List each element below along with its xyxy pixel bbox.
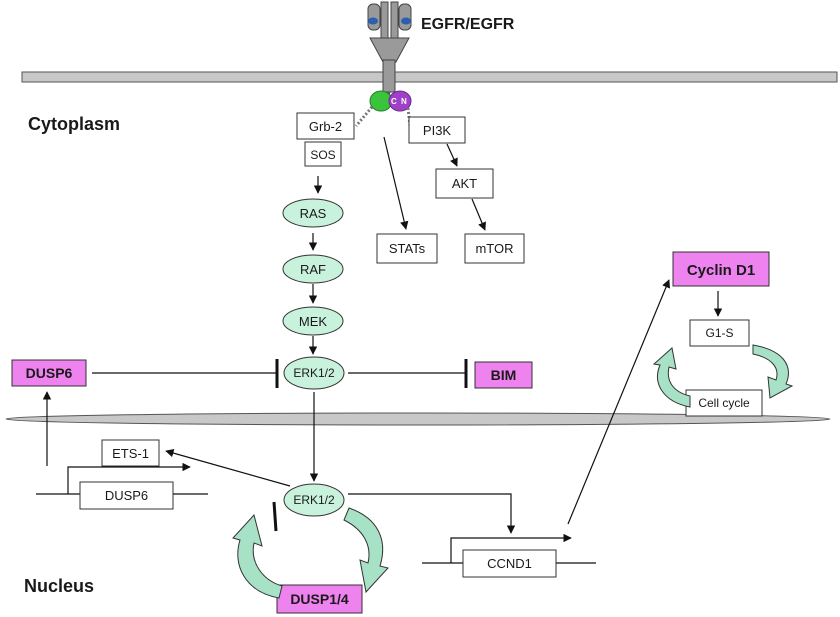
mtor-box bbox=[464, 233, 525, 264]
nuclear-envelope bbox=[5, 412, 831, 426]
bim-box bbox=[474, 361, 533, 389]
erk-cytoplasm-label: ERK1/2 bbox=[293, 366, 335, 380]
grb2-box bbox=[296, 112, 355, 140]
erk-nucleus-node bbox=[283, 483, 345, 517]
cyclin-d1-label: Cyclin D1 bbox=[687, 262, 755, 279]
egfr-receptor-icon bbox=[367, 1, 412, 93]
ccnd1-promoter-arrow bbox=[450, 533, 572, 563]
grb2-label: Grb-2 bbox=[309, 119, 342, 134]
akt-box bbox=[435, 168, 494, 199]
stats-box bbox=[376, 233, 438, 264]
pi3k-box bbox=[408, 116, 466, 144]
erk-nucleus-label: ERK1/2 bbox=[293, 493, 335, 507]
arrow-egfr-stats bbox=[383, 136, 409, 230]
ras-label: RAS bbox=[300, 206, 327, 221]
cell-cycle-arrow-left-icon bbox=[652, 347, 691, 408]
dusp-feedback-arrow-left-icon bbox=[232, 513, 283, 599]
arrow-ccnd1-cyclin-d1 bbox=[567, 279, 670, 525]
sos-label: SOS bbox=[310, 148, 335, 162]
dusp6-promoter-arrow bbox=[67, 462, 191, 494]
arrow-pi3k-akt bbox=[446, 143, 458, 167]
cell-cycle-arrow-right-icon bbox=[752, 344, 794, 399]
arrow-erk-ets1 bbox=[165, 449, 291, 487]
mek-node bbox=[282, 306, 344, 336]
raf-label: RAF bbox=[300, 262, 326, 277]
mtor-label: mTOR bbox=[475, 241, 513, 256]
dusp14-label: DUSP1/4 bbox=[290, 591, 349, 607]
ets1-box bbox=[101, 439, 160, 467]
mek-label: MEK bbox=[299, 314, 328, 329]
dusp6-gene-label: DUSP6 bbox=[105, 488, 148, 503]
dusp6-box bbox=[11, 359, 87, 387]
pi3k-label: PI3K bbox=[423, 123, 452, 138]
ras-node bbox=[282, 198, 344, 228]
cyclin-d1-box bbox=[672, 251, 770, 287]
g1s-label: G1-S bbox=[705, 326, 733, 340]
svg-text:C: C bbox=[391, 97, 397, 106]
svg-text:N: N bbox=[401, 97, 407, 106]
ccnd1-gene-box bbox=[462, 549, 557, 578]
egfr-label: EGFR/EGFR bbox=[421, 16, 515, 33]
bim-label: BIM bbox=[491, 367, 517, 383]
arrow-akt-mtor bbox=[471, 198, 486, 231]
erk-cytoplasm-node bbox=[283, 356, 345, 390]
dusp-feedback-arrow-right-icon bbox=[343, 507, 389, 594]
raf-node bbox=[282, 254, 344, 284]
cell-membrane bbox=[21, 71, 838, 83]
dusp6-label: DUSP6 bbox=[26, 365, 73, 381]
ets1-label: ETS-1 bbox=[112, 446, 149, 461]
cell-cycle-label: Cell cycle bbox=[698, 396, 750, 410]
arrow-erk-ccnd1 bbox=[348, 493, 516, 534]
kinase-domain-icon: C N bbox=[354, 90, 412, 127]
g1s-box bbox=[689, 319, 750, 347]
stats-label: STATs bbox=[389, 241, 426, 256]
ccnd1-gene-label: CCND1 bbox=[487, 556, 532, 571]
sos-box bbox=[304, 141, 342, 167]
dusp14-box bbox=[276, 584, 363, 614]
dusp6-gene-box bbox=[79, 481, 174, 510]
cytoplasm-label: Cytoplasm bbox=[28, 114, 120, 134]
inhibit-dusp14-erk-bar bbox=[272, 501, 278, 532]
nucleus-label: Nucleus bbox=[24, 576, 94, 596]
cell-cycle-box bbox=[685, 389, 763, 417]
akt-label: AKT bbox=[452, 176, 477, 191]
